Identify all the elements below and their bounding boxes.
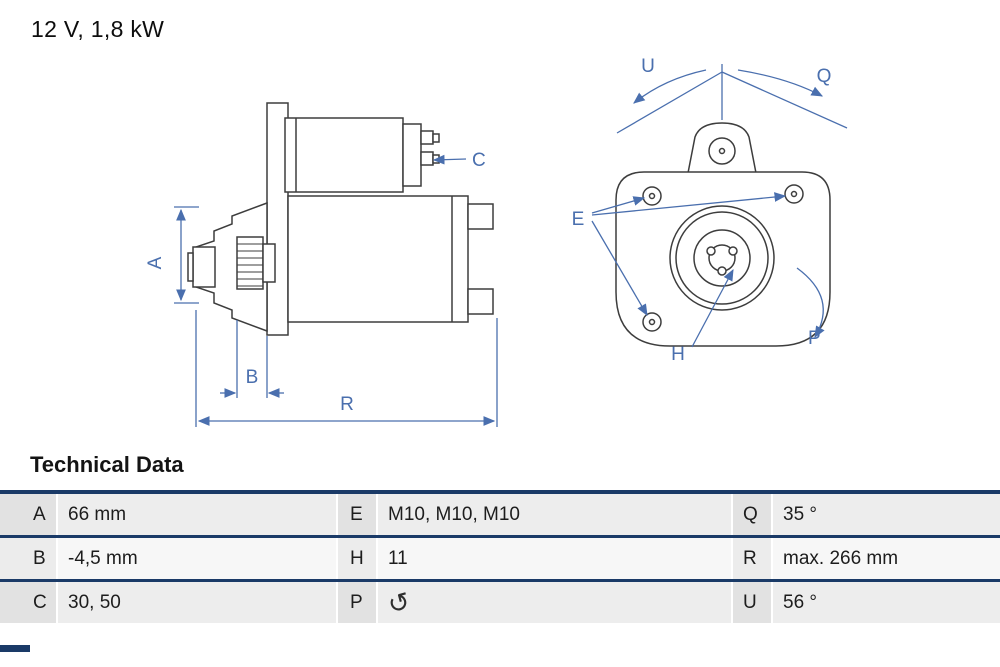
cell-key-a: A [0, 494, 58, 535]
front-view-dimension-lines [591, 64, 848, 348]
rotation-direction-icon: ↺ [384, 585, 414, 620]
pinion-front [693, 229, 751, 287]
cell-value-h: 11 [378, 538, 733, 579]
table-row-b-h-r: B -4,5 mm H 11 R max. 266 mm [0, 538, 1000, 579]
cell-value-c: 30, 50 [58, 582, 338, 623]
cell-key-p: P [338, 582, 378, 623]
dim-label-u: U [641, 56, 655, 77]
cell-key-e: E [338, 494, 378, 535]
cell-value-a: 66 mm [58, 494, 338, 535]
rear-bolt-top [467, 203, 494, 230]
pinion-gear-teeth [237, 243, 263, 287]
solenoid-body [284, 117, 404, 193]
terminal-stud-30 [420, 130, 434, 145]
cell-value-e: M10, M10, M10 [378, 494, 733, 535]
front-view-drawing [615, 122, 831, 347]
table-top-bar [0, 490, 1000, 494]
dim-label-q: Q [817, 66, 832, 87]
cell-key-r: R [733, 538, 773, 579]
cell-value-u: 56 ° [773, 582, 1000, 623]
motor-body [287, 195, 469, 323]
cell-key-b: B [0, 538, 58, 579]
center-ring-outer [669, 205, 775, 311]
mounting-hole-bottom-left [642, 312, 662, 332]
side-view-dimension-lines [174, 154, 498, 427]
dim-label-e: E [572, 209, 585, 230]
technical-data-title: Technical Data [30, 452, 184, 477]
shaft-tip [187, 252, 194, 282]
table-row-a-e-q: A 66 mm E M10, M10, M10 Q 35 ° [0, 494, 1000, 535]
side-view-drawing [187, 102, 494, 336]
dim-label-r: R [340, 394, 354, 415]
front-view-labels: U Q E H P [572, 56, 832, 365]
solenoid-end-cap [402, 123, 422, 187]
dim-label-a: A [145, 256, 166, 269]
front-bearing [192, 246, 216, 288]
pinion-gear [236, 236, 264, 290]
dim-label-h: H [671, 344, 685, 365]
dim-label-p: P [808, 328, 821, 349]
cell-value-b: -4,5 mm [58, 538, 338, 579]
row-separator [0, 579, 1000, 582]
bracket-hole [708, 137, 736, 165]
front-flange [615, 171, 831, 347]
cell-key-h: H [338, 538, 378, 579]
technical-data-table: A 66 mm E M10, M10, M10 Q 35 ° B -4,5 mm… [0, 490, 1000, 623]
table-row-c-p-u: C 30, 50 P ↺ U 56 ° [0, 582, 1000, 623]
power-spec-text: 12 V, 1,8 kW [31, 16, 165, 42]
table-bottom-partial-bar [0, 645, 30, 652]
mounting-hole-top-left [642, 186, 662, 206]
cell-key-q: Q [733, 494, 773, 535]
side-view-labels: A B R C [145, 150, 486, 415]
starter-motor-technical-drawing: A B R C [145, 56, 848, 427]
cell-key-c: C [0, 582, 58, 623]
dim-label-c: C [472, 150, 486, 171]
cell-value-q: 35 ° [773, 494, 1000, 535]
row-separator [0, 535, 1000, 538]
cell-value-p: ↺ [378, 582, 733, 623]
dim-label-b: B [246, 367, 259, 388]
rear-bolt-bottom [467, 288, 494, 315]
cell-value-r: max. 266 mm [773, 538, 1000, 579]
pinion-collar [262, 243, 276, 283]
cell-key-u: U [733, 582, 773, 623]
terminal-stud-50 [420, 151, 434, 166]
